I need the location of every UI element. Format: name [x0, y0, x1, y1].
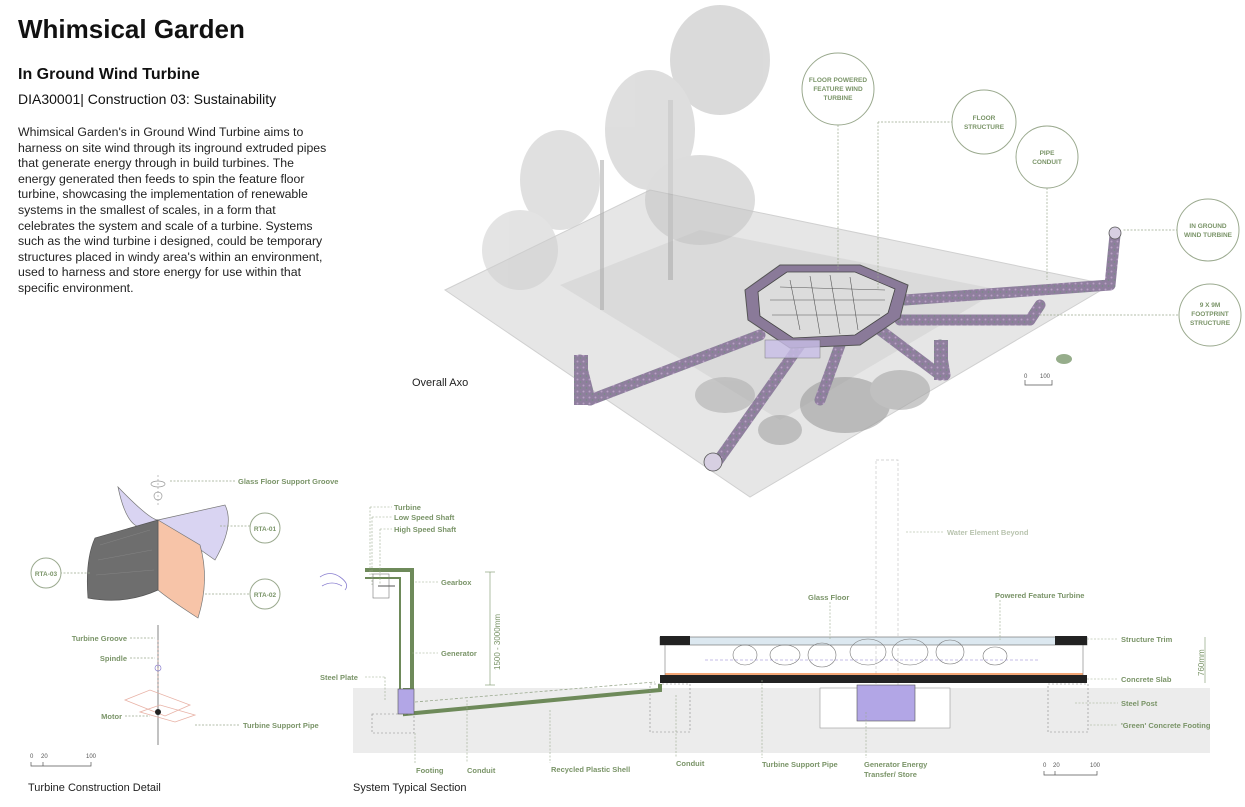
label-turbine-groove: Turbine Groove [72, 634, 127, 643]
label-gen-energy-2: Transfer/ Store [864, 770, 917, 779]
footing-left [371, 713, 415, 734]
blade-rta01 [117, 485, 229, 561]
glass-floor-groove-part [150, 475, 166, 505]
svg-text:FLOOR POWERED: FLOOR POWERED [809, 77, 867, 84]
svg-text:100: 100 [1090, 763, 1101, 769]
label-high-speed-shaft: High Speed Shaft [394, 525, 457, 534]
overall-axo: 0 100 FLOOR POWERED FEATURE WIND TURBINE… [444, 5, 1242, 498]
label-low-speed-shaft: Low Speed Shaft [394, 513, 455, 522]
svg-text:RTA-03: RTA-03 [35, 571, 58, 578]
label-powered-feature: Powered Feature Turbine [995, 591, 1084, 600]
label-conduit-1: Conduit [467, 766, 496, 775]
svg-text:RTA-02: RTA-02 [254, 592, 277, 599]
svg-text:FEATURE WIND: FEATURE WIND [813, 86, 863, 93]
label-glass-floor-groove: Glass Floor Support Groove [238, 477, 338, 486]
callout-floor-structure [951, 89, 1017, 155]
label-turbine-support-pipe: Turbine Support Pipe [762, 760, 838, 769]
svg-text:STRUCTURE: STRUCTURE [1190, 320, 1231, 327]
dim-height: 1500 - 3000mm [493, 614, 502, 670]
svg-text:0: 0 [1043, 763, 1047, 769]
label-conduit-2: Conduit [676, 759, 705, 768]
label-water-element: Water Element Beyond [947, 528, 1029, 537]
turbine-head-sw [703, 452, 723, 472]
callout-footprint [1178, 283, 1242, 347]
label-recycled-shell: Recycled Plastic Shell [551, 765, 630, 774]
page-title: Whimsical Garden [18, 14, 245, 44]
blade-rta03 [86, 519, 159, 601]
label-concrete-slab: Concrete Slab [1121, 675, 1172, 684]
svg-text:20: 20 [41, 754, 48, 760]
label-motor: Motor [101, 712, 122, 721]
svg-text:100: 100 [1040, 374, 1051, 380]
svg-text:STRUCTURE: STRUCTURE [964, 124, 1005, 131]
system-section: 1500 - 3000mm 760mm [319, 459, 1211, 779]
caption-system-section: System Typical Section [353, 782, 467, 794]
svg-text:9 X 9M: 9 X 9M [1200, 302, 1221, 309]
glass-floor [659, 636, 1088, 646]
caption-overall-axo: Overall Axo [412, 377, 469, 389]
label-spindle: Spindle [100, 654, 127, 663]
svg-text:RTA-01: RTA-01 [254, 526, 277, 533]
label-structure-trim: Structure Trim [1121, 635, 1173, 644]
feature-floor-turbine [744, 264, 909, 359]
svg-text:TURBINE: TURBINE [824, 95, 854, 102]
section-scale-bar: 0 20 100 [1043, 763, 1101, 776]
blade-rta02 [157, 519, 205, 619]
label-steel-post: Steel Post [1121, 699, 1158, 708]
svg-text:PIPE: PIPE [1040, 150, 1055, 157]
inlet-turbine [319, 573, 395, 599]
feature-turbines [705, 638, 1040, 668]
svg-text:FLOOR: FLOOR [973, 115, 996, 122]
turbine-detail: Glass Floor Support Groove RTA-01 RTA-02… [30, 475, 338, 767]
svg-text:0: 0 [30, 754, 34, 760]
callout-rta03 [30, 557, 62, 589]
svg-text:CONDUIT: CONDUIT [1032, 159, 1062, 166]
svg-text:100: 100 [86, 754, 97, 760]
label-footing: Footing [416, 766, 444, 775]
motor-part [123, 689, 192, 717]
page-subtitle: In Ground Wind Turbine [18, 66, 200, 83]
generator-box [397, 688, 415, 715]
turbine-head-w [574, 355, 588, 405]
label-steel-plate: Steel Plate [320, 673, 358, 682]
label-generator: Generator [441, 649, 477, 658]
svg-text:WIND TURBINE: WIND TURBINE [1184, 232, 1233, 239]
label-green-footing: 'Green' Concrete Footing [1121, 721, 1211, 730]
water-element [875, 459, 899, 691]
callout-inground-turbine [1176, 198, 1240, 262]
callout-floor-feature [801, 52, 875, 126]
callout-rta02 [249, 578, 281, 610]
callout-rta01 [249, 512, 281, 544]
svg-text:FOOTPRINT: FOOTPRINT [1191, 311, 1229, 318]
trees [482, 5, 770, 310]
svg-text:IN GROUND: IN GROUND [1189, 223, 1227, 230]
generator-energy-store [856, 684, 916, 722]
label-support-pipe: Turbine Support Pipe [243, 721, 319, 730]
turbine-head-e [934, 340, 948, 380]
turbine-head-ne [1108, 226, 1122, 240]
dim-760: 760mm [1197, 649, 1206, 676]
ground-section [353, 688, 1210, 753]
axo-scale-bar: 0 100 [1024, 374, 1053, 386]
course-code: DIA30001| Construction 03: Sustainabilit… [18, 91, 277, 107]
label-glass-floor: Glass Floor [808, 593, 849, 602]
label-gen-energy-1: Generator Energy [864, 760, 928, 769]
label-turbine: Turbine [394, 503, 421, 512]
project-description: Whimsical Garden's in Ground Wind Turbin… [18, 125, 327, 295]
caption-turbine-detail: Turbine Construction Detail [28, 782, 161, 794]
label-gearbox: Gearbox [441, 578, 472, 587]
callout-pipe-conduit [1015, 125, 1079, 189]
svg-text:20: 20 [1053, 763, 1060, 769]
detail-scale-bar: 0 20 100 [30, 754, 97, 767]
north-arrow-icon [1056, 354, 1072, 364]
svg-text:0: 0 [1024, 374, 1028, 380]
concrete-slab [660, 675, 1087, 683]
